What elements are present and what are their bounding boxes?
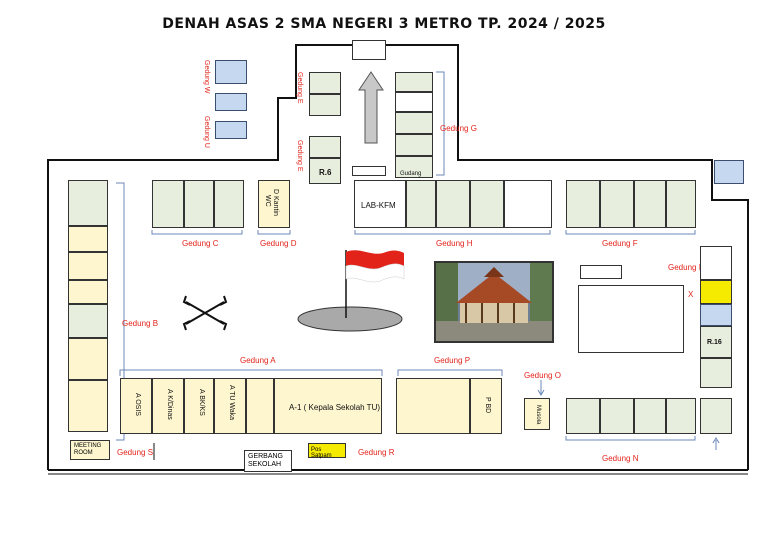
- gedung-d-building: D Kantin WC: [258, 180, 290, 228]
- gedung-c-room-2: [184, 180, 214, 228]
- gedung-b-room-6: [68, 338, 108, 380]
- x-mark: X: [688, 290, 694, 299]
- gedung-h-room-4: [504, 180, 552, 228]
- label-gedung-u: Gedung U: [203, 116, 210, 148]
- label-gedung-o: Gedung O: [524, 371, 561, 380]
- gedung-c-room-3: [214, 180, 244, 228]
- gedung-f-room-4: [666, 180, 696, 228]
- school-gate-label: GERBANG SEKOLAH: [248, 453, 284, 468]
- gedung-n-room-2: [600, 398, 634, 434]
- wc-label: WC: [264, 195, 271, 207]
- map-title: DENAH ASAS 2 SMA NEGERI 3 METRO TP. 2024…: [162, 16, 606, 32]
- label-gedung-f: Gedung F: [602, 239, 638, 248]
- gedung-g-room-4: [395, 134, 433, 156]
- right-room-yellow: [700, 280, 732, 304]
- a-kepsek-label: A-1 ( Kepala Sekolah TU): [289, 403, 381, 412]
- label-gedung-e: Gedung E: [296, 72, 303, 104]
- label-gedung-i: Gedung I: [668, 263, 701, 272]
- label-gedung-w: Gedung W: [203, 60, 210, 94]
- gedung-h-room-2: [436, 180, 470, 228]
- gedung-n-room-3: [634, 398, 666, 434]
- gedung-p-building: [396, 378, 470, 434]
- gudang-label: Gudang: [400, 171, 422, 177]
- meeting-room: MEETING ROOM: [70, 440, 110, 460]
- gedung-w-room-2: [215, 93, 247, 111]
- room-lab-kfm: LAB-KFM: [354, 180, 406, 228]
- pbd-label: P BD: [484, 397, 491, 414]
- lab-kfm-label: LAB-KFM: [361, 201, 396, 210]
- gedung-e-room-1: [309, 72, 341, 94]
- gedung-g-room-3: [395, 112, 433, 134]
- gedung-f-room-2: [600, 180, 634, 228]
- pos-satpam-label: Pos Satpam: [311, 447, 332, 459]
- pavilion-illustration: [436, 263, 552, 341]
- room-r6-label: R.6: [319, 168, 332, 177]
- gedung-n-room-1: [566, 398, 600, 434]
- label-gedung-a: Gedung A: [240, 356, 276, 365]
- label-gedung-d: Gedung D: [260, 239, 297, 248]
- label-gedung-p: Gedung P: [434, 356, 471, 365]
- small-box: [352, 166, 386, 176]
- room-a-waka: A TU Waka: [214, 378, 246, 434]
- room-r16: R.16: [700, 326, 732, 358]
- room-r16-label: R.16: [707, 339, 722, 346]
- label-gedung-s: Gedung S: [117, 448, 154, 457]
- label-gedung-h: Gedung H: [436, 239, 473, 248]
- label-gedung-n: Gedung N: [602, 454, 639, 463]
- a-kdinas-label: A K/Dinas: [166, 389, 173, 420]
- right-room-blue: [700, 304, 732, 326]
- d-kantin-label: D Kantin: [272, 189, 279, 216]
- gedung-i-building: [578, 285, 684, 353]
- school-gate: GERBANG SEKOLAH: [244, 450, 292, 472]
- gedung-b-room-1: [68, 180, 108, 226]
- gedung-h-room-1: [406, 180, 436, 228]
- gedung-n-room-4: [666, 398, 696, 434]
- gedung-g-room-1: [395, 72, 433, 92]
- label-gedung-g: Gedung G: [440, 124, 477, 133]
- a-bk-label: A BK/KS: [198, 389, 205, 416]
- gedung-f-room-1: [566, 180, 600, 228]
- label-gedung-e-2: Gedung E: [296, 140, 303, 172]
- gedung-b-room-2: [68, 226, 108, 252]
- room-musola: Musola: [524, 398, 550, 430]
- gedung-u-room: [215, 121, 247, 139]
- gedung-h-room-3: [470, 180, 504, 228]
- gedung-b-room-4: [68, 280, 108, 304]
- pavilion-photo: [434, 261, 554, 343]
- gedung-e-room-2: [309, 94, 341, 116]
- gedung-g-room-2: [395, 92, 433, 112]
- room-a-osis: A OSIS: [120, 378, 152, 434]
- gedung-n-room-5: [700, 398, 732, 434]
- label-gedung-r: Gedung R: [358, 448, 395, 457]
- corner-blue-room: [714, 160, 744, 184]
- gedung-c-room-1: [152, 180, 184, 228]
- a-waka-label: A TU Waka: [228, 385, 235, 421]
- room-pbd: P BD: [470, 378, 502, 434]
- room-a-bk: A BK/KS: [184, 378, 214, 434]
- room-a-kdinas: A K/Dinas: [152, 378, 184, 434]
- gate-box-north: [352, 40, 386, 60]
- right-room-5: [700, 358, 732, 388]
- label-gedung-c: Gedung C: [182, 239, 219, 248]
- gedung-b-room-3: [68, 252, 108, 280]
- label-gedung-b: Gedung B: [122, 319, 159, 328]
- right-room-1: [700, 246, 732, 280]
- meeting-room-label: MEETING ROOM: [74, 443, 102, 456]
- gedung-i-small-room: [580, 265, 622, 279]
- gedung-b-room-7: [68, 380, 108, 432]
- musola-label: Musola: [535, 405, 541, 425]
- room-a-kepsek: A-1 ( Kepala Sekolah TU): [274, 378, 382, 434]
- gedung-w-room: [215, 60, 247, 84]
- gedung-b-room-5: [68, 304, 108, 338]
- gedung-g-room-5: [395, 156, 433, 178]
- room-a-empty: [246, 378, 274, 434]
- a-osis-label: A OSIS: [134, 393, 141, 416]
- pos-satpam: Pos Satpam: [308, 443, 346, 459]
- gedung-f-room-3: [634, 180, 666, 228]
- gedung-e-room-3: [309, 136, 341, 158]
- room-r6: R.6: [309, 158, 341, 184]
